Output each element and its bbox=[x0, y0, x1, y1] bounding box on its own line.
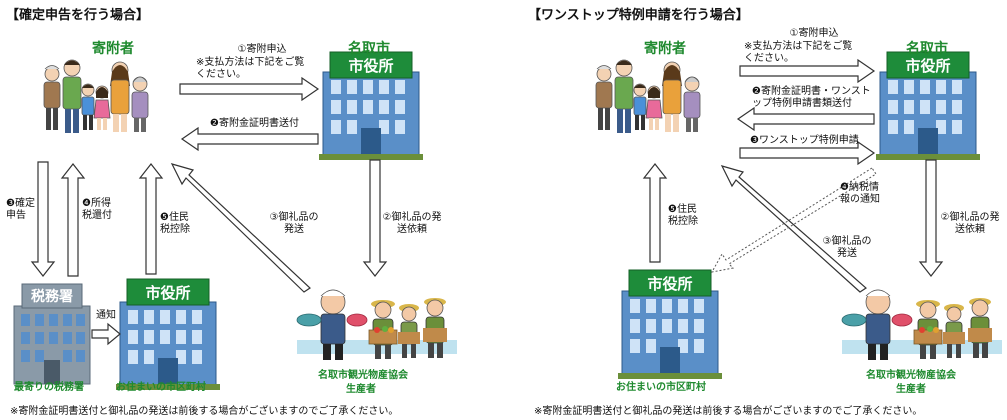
left-step1-title: ①寄附申込 bbox=[237, 44, 287, 55]
left-step3-kakutei: ❸確定申告 bbox=[6, 198, 35, 221]
right-producers-illustration bbox=[841, 289, 1003, 361]
right-natori-city-hall bbox=[875, 51, 981, 161]
left-donor-family-illustration bbox=[43, 59, 149, 134]
left-producer-label: 生産者 bbox=[346, 384, 376, 395]
left-producers-illustration bbox=[296, 289, 458, 361]
left-step2-label: ❷寄附金証明書送付 bbox=[210, 118, 299, 129]
right-step2-label: ❷寄附金証明書・ワンストップ特例申請書類送付 bbox=[752, 86, 871, 109]
right-step4-tax-info: ❹納税情報の通知 bbox=[840, 182, 880, 205]
right-donor-family-illustration bbox=[595, 59, 701, 134]
right-local-city-hall bbox=[617, 269, 723, 380]
tax-office-name: 最寄りの税務署 bbox=[14, 382, 84, 393]
right-producer-label: 生産者 bbox=[896, 384, 926, 395]
left-step5-deduction: ❺住民税控除 bbox=[160, 212, 190, 235]
left-local-office-name: お住まいの市区町村 bbox=[116, 382, 206, 393]
left-notify-label: 通知 bbox=[96, 310, 116, 321]
left-arrows bbox=[30, 76, 388, 346]
right-step2-request: ②御礼品の発送依頼 bbox=[940, 212, 1000, 235]
right-association-name: 名取市観光物産協会 bbox=[866, 370, 956, 381]
left-step2-request: ②御礼品の発送依頼 bbox=[382, 212, 442, 235]
left-natori-label: 名取市 bbox=[348, 41, 390, 57]
right-step1-title: ①寄附申込 bbox=[789, 28, 839, 39]
left-step1-note: ※支払方法は下記をご覧ください。 bbox=[196, 57, 305, 80]
left-donor-label: 寄附者 bbox=[92, 41, 134, 57]
left-step3-shipping: ③御礼品の発送 bbox=[269, 212, 319, 235]
right-step1-note: ※支払方法は下記をご覧ください。 bbox=[744, 41, 853, 64]
right-arrows bbox=[642, 58, 944, 293]
right-donor-label: 寄附者 bbox=[644, 41, 686, 57]
right-step3-shipping: ③御礼品の発送 bbox=[822, 236, 872, 259]
left-local-city-hall-sign: 市役所 bbox=[145, 284, 191, 302]
right-title: 【ワンストップ特例申請を行う場合】 bbox=[528, 8, 749, 23]
right-natori-label: 名取市 bbox=[906, 41, 948, 57]
left-tax-office bbox=[13, 283, 91, 385]
right-step3-onestop: ❸ワンストップ特例申請 bbox=[750, 135, 859, 146]
right-local-office-name: お住まいの市区町村 bbox=[616, 382, 706, 393]
left-local-city-hall bbox=[115, 278, 221, 391]
right-tax-info-arrow bbox=[711, 167, 877, 273]
right-step5-deduction: ❺住民税控除 bbox=[668, 204, 698, 227]
right-city-hall-sign: 市役所 bbox=[905, 57, 951, 75]
left-city-hall-sign: 市役所 bbox=[348, 57, 394, 75]
left-title: 【確定申告を行う場合】 bbox=[6, 8, 150, 23]
left-natori-city-hall bbox=[318, 51, 424, 161]
left-association-name: 名取市観光物産協会 bbox=[318, 370, 408, 381]
left-footnote: ※寄附金証明書送付と御礼品の発送は前後する場合がございますのでご了承ください。 bbox=[10, 406, 399, 417]
right-footnote: ※寄附金証明書送付と御礼品の発送は前後する場合がございますのでご了承ください。 bbox=[534, 406, 923, 417]
tax-office-sign: 税務署 bbox=[31, 289, 73, 305]
right-local-city-hall-sign: 市役所 bbox=[647, 275, 693, 293]
left-step4-refund: ❹所得税還付 bbox=[82, 198, 112, 221]
